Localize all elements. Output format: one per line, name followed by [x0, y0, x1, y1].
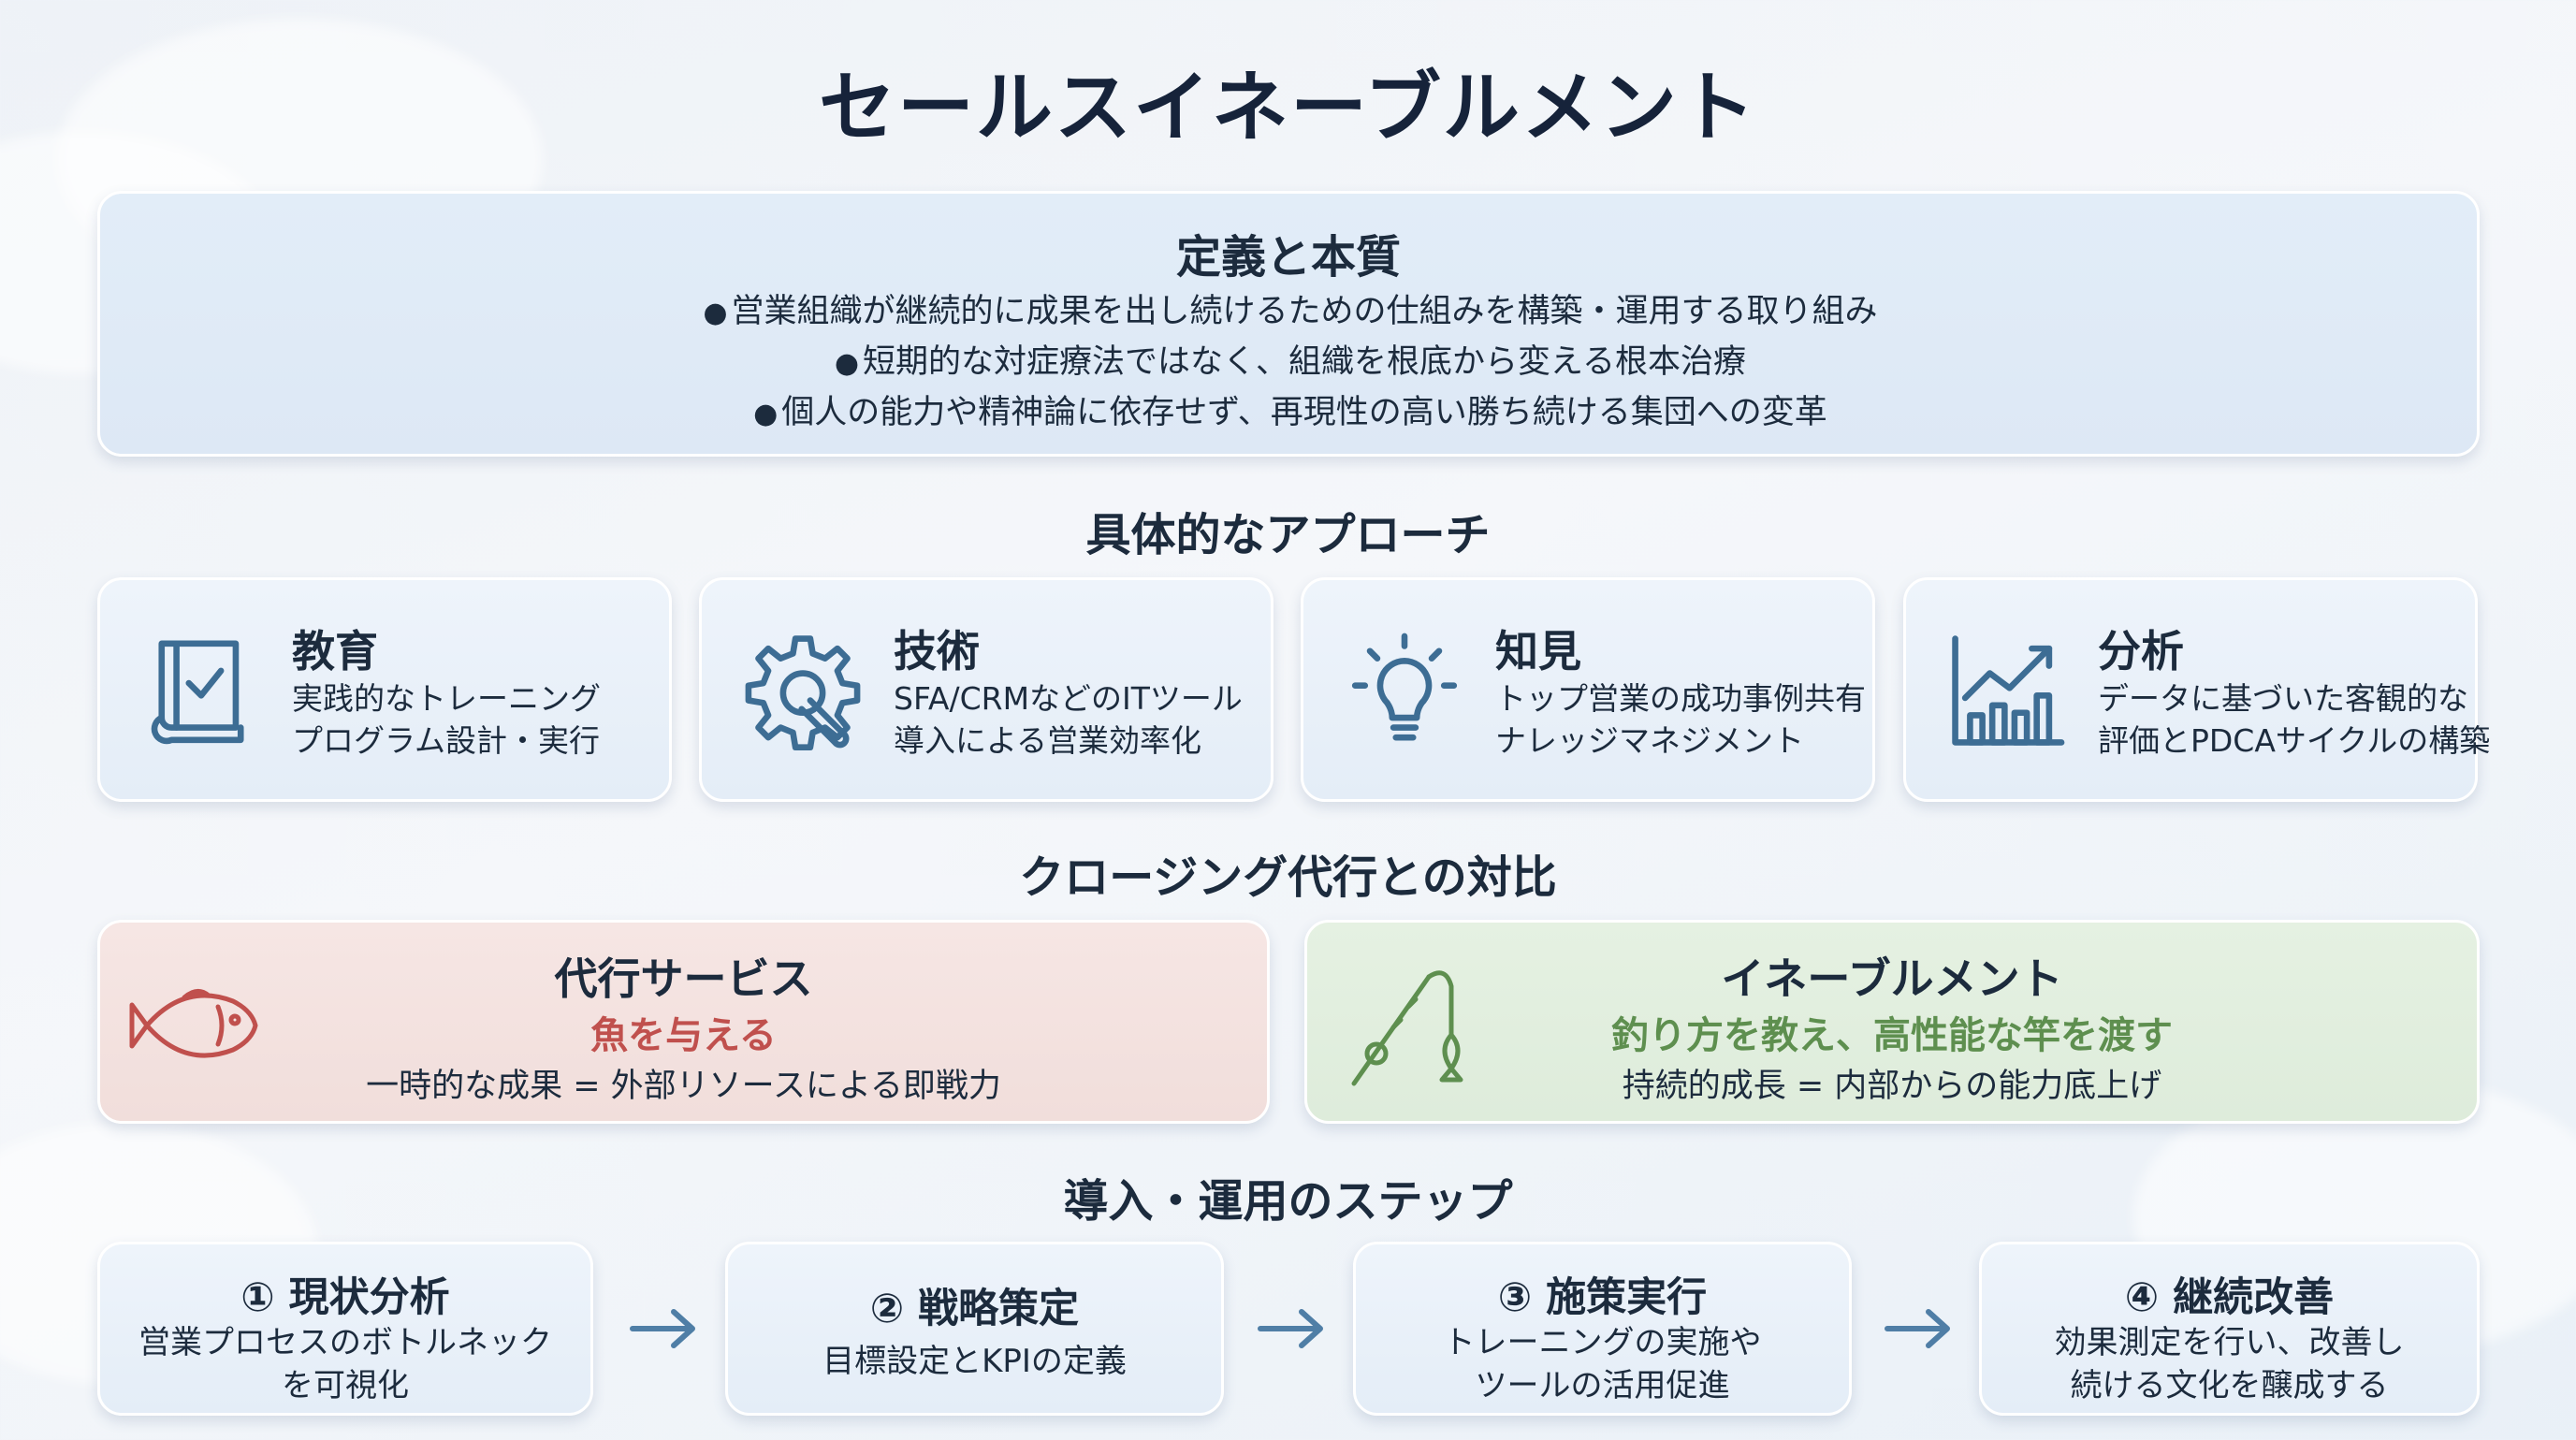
- fish-icon: [129, 989, 258, 1058]
- arrow-right-icon: [1258, 1309, 1323, 1348]
- step-card-3: ③ 施策実行 トレーニングの実施やツールの活用促進: [1353, 1242, 1852, 1416]
- comparison-card-enablement: イネーブルメント 釣り方を教え、高性能な竿を渡す 持続的成長 = 内部からの能力…: [1304, 920, 2480, 1124]
- comparison-title: イネーブルメント: [1721, 953, 2063, 1004]
- approach-desc: SFA/CRMなどのITツール導入による営業効率化: [894, 680, 1243, 759]
- definition-item: ●短期的な対症療法ではなく、組織を根底から変える根本治療: [100, 338, 2477, 388]
- comparison-desc: 一時的な成果 = 外部リソースによる即戦力: [366, 1068, 1001, 1105]
- arrow-right-icon: [630, 1309, 695, 1348]
- step-card-2: ② 戦略策定 目標設定とKPIの定義: [725, 1242, 1224, 1416]
- step-desc: 営業プロセスのボトルネックを可視化: [138, 1324, 552, 1404]
- definition-item: ●個人の能力や精神論に依存せず、再現性の高い勝ち続ける集団への変革: [100, 388, 2477, 439]
- approach-title: 教育: [292, 626, 378, 676]
- step-card-4: ④ 継続改善 効果測定を行い、改善し続ける文化を醸成する: [1979, 1242, 2480, 1416]
- steps-heading: 導入・運用のステップ: [1063, 1175, 1513, 1228]
- step-desc: 効果測定を行い、改善し続ける文化を醸成する: [2054, 1324, 2405, 1404]
- comparison-card-outsourcing: 代行サービス 魚を与える 一時的な成果 = 外部リソースによる即戦力: [97, 920, 1270, 1124]
- gear-wrench-icon: [745, 635, 861, 751]
- arrow-right-icon: [1885, 1309, 1950, 1348]
- approach-card-analysis: 分析 データに基づいた客観的な評価とPDCAサイクルの構築: [1903, 577, 2490, 802]
- bullet-icon: ●: [834, 347, 860, 380]
- approach-desc: トップ営業の成功事例共有ナレッジマネジメント: [1495, 680, 1866, 759]
- bullet-icon: ●: [703, 297, 728, 329]
- approach-desc: データに基づいた客観的な評価とPDCAサイクルの構築: [2098, 680, 2491, 759]
- approach-title: 知見: [1495, 626, 1581, 676]
- step-title: ③ 施策実行: [1497, 1274, 1708, 1321]
- definition-item: ●営業組織が継続的に成果を出し続けるための仕組みを構築・運用する取り組み: [100, 287, 2477, 338]
- comparison-subtitle: 釣り方を教え、高性能な竿を渡す: [1611, 1014, 2173, 1057]
- page-title: セールスイネーブルメント: [818, 64, 1758, 153]
- approach-card-technology: 技術 SFA/CRMなどのITツール導入による営業効率化: [699, 577, 1273, 802]
- fishing-rod-icon: [1351, 970, 1463, 1086]
- step-desc: トレーニングの実施やツールの活用促進: [1443, 1324, 1762, 1404]
- lightbulb-icon: [1351, 633, 1458, 741]
- step-desc: 目標設定とKPIの定義: [822, 1343, 1127, 1380]
- definition-heading: 定義と本質: [1175, 231, 1401, 284]
- comparison-desc: 持続的成長 = 内部からの能力底上げ: [1622, 1068, 2162, 1105]
- definition-card: 定義と本質 ●営業組織が継続的に成果を出し続けるための仕組みを構築・運用する取り…: [97, 191, 2480, 457]
- approach-title: 技術: [894, 626, 980, 676]
- comparison-heading: クロージング代行との対比: [1019, 851, 1557, 904]
- step-title: ④ 継続改善: [2124, 1274, 2335, 1321]
- bullet-icon: ●: [753, 398, 779, 430]
- step-card-1: ① 現状分析 営業プロセスのボトルネックを可視化: [97, 1242, 593, 1416]
- step-title: ① 現状分析: [240, 1274, 450, 1321]
- bar-chart-icon: [1952, 635, 2065, 746]
- approach-title: 分析: [2098, 626, 2184, 676]
- step-title: ② 戦略策定: [869, 1286, 1080, 1332]
- definition-list: ●営業組織が継続的に成果を出し続けるための仕組みを構築・運用する取り組み ●短期…: [100, 287, 2477, 439]
- approach-card-education: 教育 実践的なトレーニングプログラム設計・実行: [97, 577, 672, 802]
- comparison-subtitle: 魚を与える: [590, 1014, 777, 1057]
- comparison-title: 代行サービス: [554, 953, 813, 1004]
- approach-heading: 具体的なアプローチ: [1085, 509, 1491, 561]
- approach-desc: 実践的なトレーニングプログラム設計・実行: [292, 680, 601, 759]
- approach-card-knowledge: 知見 トップ営業の成功事例共有ナレッジマネジメント: [1301, 577, 1875, 802]
- book-check-icon: [151, 640, 244, 745]
